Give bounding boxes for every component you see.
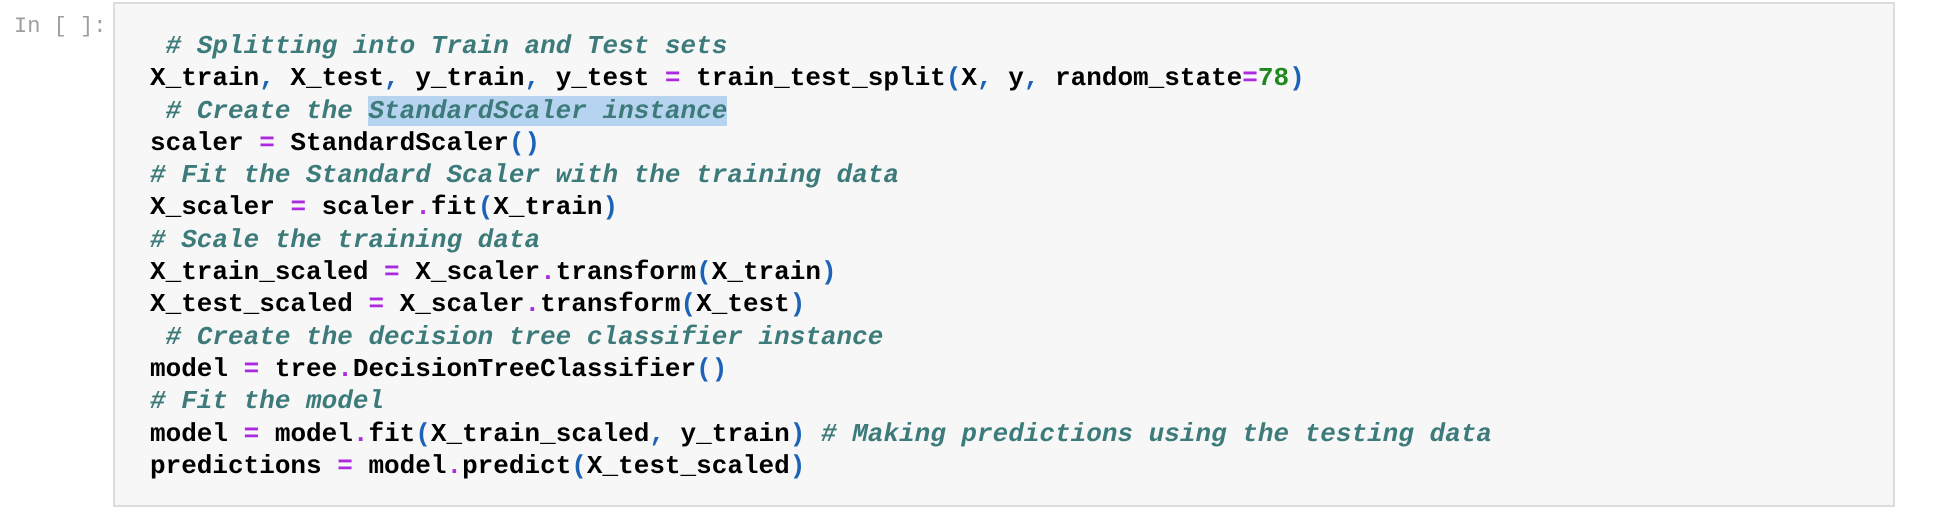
code-line: X_train_scaled = X_scaler.transform(X_tr… [150,256,1883,288]
code-token: ( [571,450,587,481]
code-token: ( [477,192,494,223]
code-line: # Create the StandardScaler instance [150,95,1883,127]
code-token: predict [462,450,572,481]
code-token: # Fit the model [150,386,385,417]
code-token: X [961,63,977,94]
code-token: DecisionTreeClassifier [352,353,697,384]
code-token: X_test [696,289,790,320]
code-token: X_test_scaled [586,450,790,481]
code-token: scaler [306,192,416,223]
code-token: X_scaler [150,192,291,223]
code-token: y_train [664,418,790,449]
code-token: ( [945,63,962,94]
code-token: = [337,450,353,481]
code-token: fit [430,192,478,223]
code-token: ( [415,418,431,449]
code-token: () [508,127,541,158]
code-line: X_scaler = scaler.fit(X_train) [150,191,1883,223]
code-token [805,419,821,449]
code-token: = [664,63,681,94]
code-token: X_train [711,257,821,288]
code-token: , [384,63,400,94]
code-token: X_test [274,63,385,94]
code-token: y_test [540,63,665,94]
code-token [150,322,166,352]
code-line: model = model.fit(X_train_scaled, y_trai… [150,418,1883,450]
code-token: transform [555,257,697,288]
code-token: X_scaler [384,289,525,320]
code-token: , [649,418,665,449]
code-token: random_state [1039,63,1243,94]
code-token: fit [368,418,416,449]
code-line: # Fit the Standard Scaler with the train… [150,159,1883,191]
code-token: # Splitting into Train and Test sets [165,31,728,61]
code-token: . [540,257,556,288]
code-token: X_test_scaled [150,289,369,320]
code-token: 78 [1257,63,1290,94]
code-token: # Making predictions using the testing d… [820,418,1492,449]
code-line: # Fit the model [150,385,1883,417]
code-token: X_train_scaled [150,257,385,288]
code-token: X_train [493,192,603,223]
code-token: ) [820,257,837,288]
code-token: StandardScaler [274,127,509,158]
code-line: X_test_scaled = X_scaler.transform(X_tes… [150,288,1883,320]
code-line: scaler = StandardScaler() [150,127,1883,159]
code-line: model = tree.DecisionTreeClassifier() [150,353,1883,385]
code-token: # Scale the training data [150,224,541,255]
code-token: , [524,63,541,94]
code-token: transform [540,289,681,320]
code-token: = [290,192,307,223]
selected-text: StandardScaler instance [368,95,728,126]
code-token: # Fit the Standard Scaler with the train… [150,160,899,191]
code-token: ) [789,418,806,449]
code-token: model [150,418,244,449]
code-token: # Create the [165,95,369,126]
code-token: ) [1289,63,1305,94]
code-token: , [1023,63,1040,94]
code-token: ) [789,289,806,320]
code-token: tree [259,353,338,384]
code-token: . [446,450,463,481]
code-line: # Create the decision tree classifier in… [150,321,1883,353]
code-token: = [243,353,260,384]
code-token: , [259,63,275,94]
code-token: # Create the decision tree classifier in… [165,321,884,352]
code-token: = [259,127,275,158]
code-token: y [992,63,1024,94]
code-token: ( [696,257,712,288]
code-token: y_train [399,63,525,94]
code-token [150,31,166,61]
code-token: = [243,418,260,449]
code-line: X_train, X_test, y_train, y_test = train… [150,62,1883,94]
code-token: . [415,192,431,223]
code-token: model [259,418,353,449]
code-token: = [384,257,400,288]
code-token: ( [680,289,697,320]
input-prompt: In [ ]: [14,14,107,39]
code-token: . [524,289,541,320]
code-token: ) [602,192,619,223]
code-line: predictions = model.predict(X_test_scale… [150,450,1883,482]
code-token: model [352,450,447,481]
code-line: # Scale the training data [150,224,1883,256]
code-token: X_train [150,63,260,94]
code-token: ) [789,450,806,481]
code-token [150,96,166,126]
code-token: scaler [150,127,260,158]
code-token: . [352,418,369,449]
code-token: X_train_scaled [430,418,650,449]
code-token: = [1242,63,1258,94]
code-token: predictions [150,450,338,481]
code-token: model [150,353,244,384]
code-token: train_test_split [680,63,946,94]
code-token: X_scaler [399,257,541,288]
code-token: = [368,289,385,320]
code-token: () [696,353,728,384]
code-line: # Splitting into Train and Test sets [150,30,1883,62]
code-token: . [337,353,353,384]
code-token: , [977,63,993,94]
